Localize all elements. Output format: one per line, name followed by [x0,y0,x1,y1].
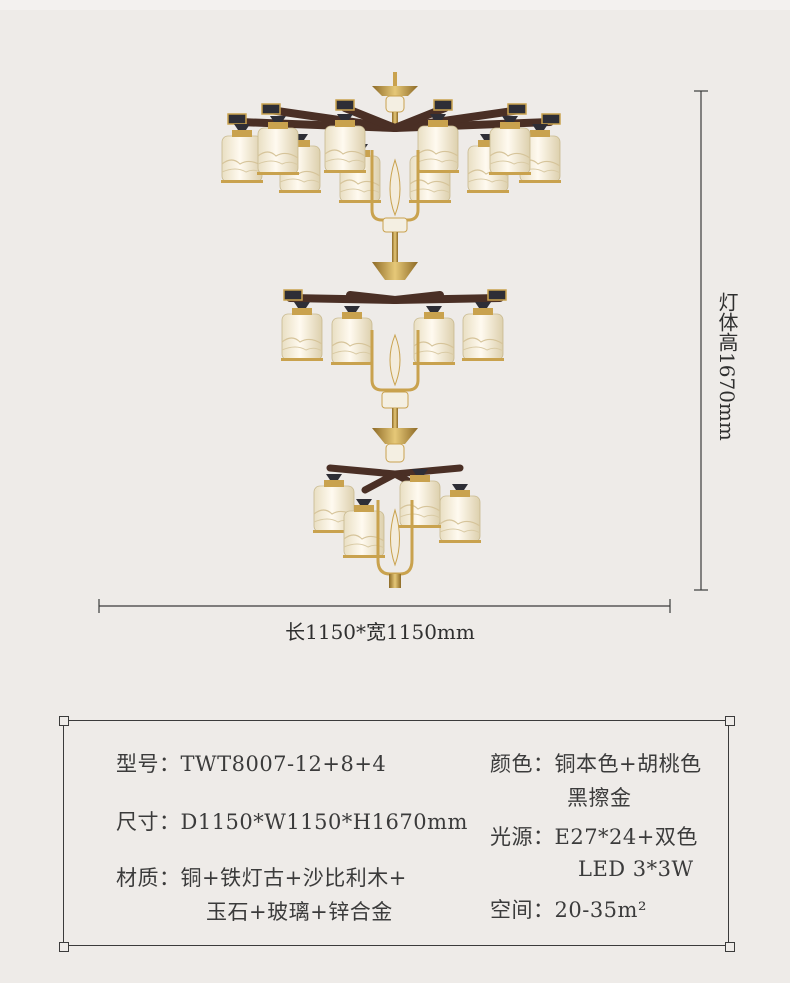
spec-light-line2: LED 3*3W [578,857,694,881]
corner-ornament [725,942,735,952]
spec-model: 型号：TWT8007-12+8+4 [116,748,386,778]
spec-color-cont: 黑擦金 [567,782,632,812]
spec-box [63,720,729,946]
height-dimension-label: 灯体高1670mm [715,292,739,441]
spec-size: 尺寸：D1150*W1150*H1670mm [116,806,468,836]
corner-ornament [725,716,735,726]
spec-size-label: 尺寸： [116,810,181,834]
spec-space: 空间：20-35m² [490,894,647,924]
spec-material-line2: 玉石+玻璃+锌合金 [206,900,393,924]
spec-material-line1: 铜+铁灯古+沙比利木+ [180,866,407,890]
chandelier-illustration [98,72,708,613]
spec-color-label: 颜色： [490,752,555,776]
spec-space-value: 20-35m² [554,898,647,922]
spec-size-value: D1150*W1150*H1670mm [180,810,468,834]
spec-color-line1: 铜本色+胡桃色 [554,752,702,776]
spec-material: 材质：铜+铁灯古+沙比利木+ [116,862,407,892]
spec-space-label: 空间： [490,898,555,922]
spec-light: 光源：E27*24+双色 [490,821,698,851]
top-strip [0,0,790,10]
spec-light-label: 光源： [490,825,555,849]
corner-ornament [59,716,69,726]
spec-color: 颜色：铜本色+胡桃色 [490,748,702,778]
corner-ornament [59,942,69,952]
spec-color-line2: 黑擦金 [567,786,632,810]
spec-material-label: 材质： [116,866,181,890]
spec-light-line1: E27*24+双色 [554,825,698,849]
spec-light-cont: LED 3*3W [578,857,694,881]
width-dimension-label: 长1150*宽1150mm [285,620,475,644]
spec-model-value: TWT8007-12+8+4 [180,752,387,776]
spec-model-label: 型号： [116,752,181,776]
spec-material-cont: 玉石+玻璃+锌合金 [206,896,393,926]
